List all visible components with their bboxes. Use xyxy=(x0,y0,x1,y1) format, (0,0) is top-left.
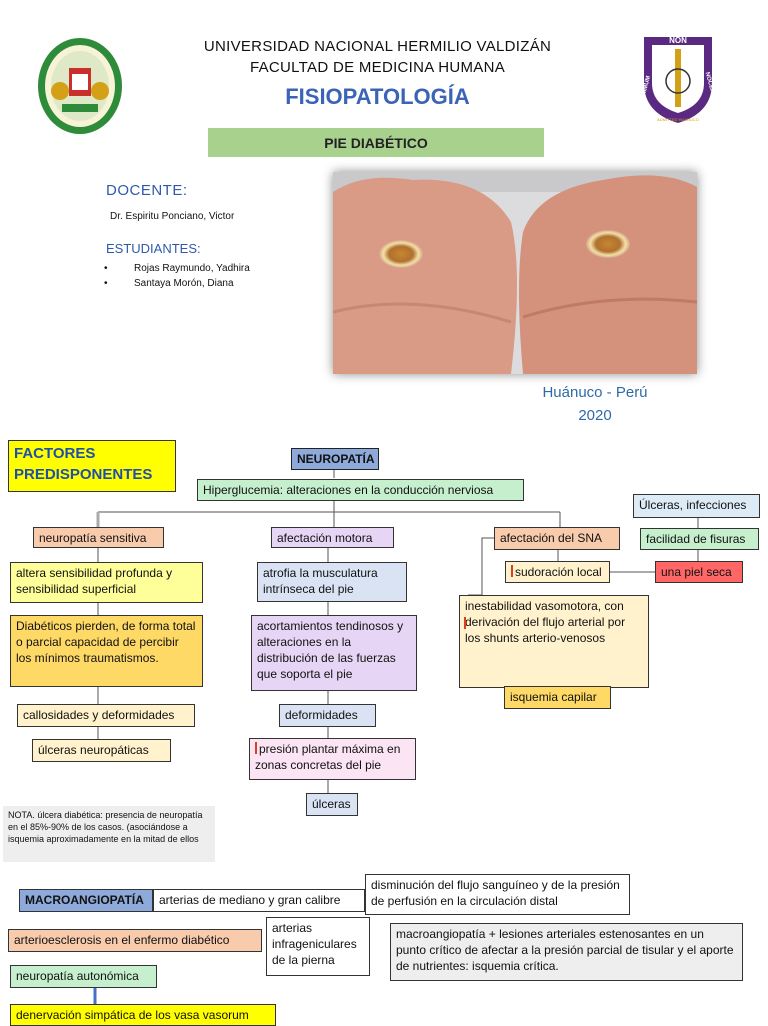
bullet-icon: • xyxy=(104,278,108,289)
piel-seca-box: una piel seca xyxy=(655,561,743,583)
red-marker-icon xyxy=(255,742,257,754)
acortamientos-box: acortamientos tendinosos y alteraciones … xyxy=(251,615,417,691)
university-name: UNIVERSIDAD NACIONAL HERMILIO VALDIZÁN xyxy=(203,38,552,55)
deformidades-box: deformidades xyxy=(279,704,376,727)
student-item: •Rojas Raymundo, Yadhira xyxy=(104,263,250,274)
sensibilidad-box: altera sensibilidad profunda y sensibili… xyxy=(10,562,203,603)
docente-heading: DOCENTE: xyxy=(106,182,188,199)
presion-plantar-box: presión plantar máxima en zonas concreta… xyxy=(249,738,416,780)
macroangiopatia-title-box: MACROANGIOPATÍA xyxy=(19,889,153,912)
docente-name: Dr. Espiritu Ponciano, Victor xyxy=(110,211,235,222)
red-marker-icon xyxy=(511,565,513,577)
student-item: •Santaya Morón, Diana xyxy=(104,278,234,289)
course-title: FISIOPATOLOGÍA xyxy=(285,84,470,109)
neuropatia-sensitiva-box: neuropatía sensitiva xyxy=(33,527,164,548)
fisuras-box: facilidad de fisuras xyxy=(640,528,759,550)
faculty-crest-logo: NON PRIMUM NOCERE ADMITTED HUANUCO xyxy=(638,33,718,125)
faculty-name: FACULTAD DE MEDICINA HUMANA xyxy=(249,59,506,76)
arterias-calibre-box: arterias de mediano y gran calibre xyxy=(153,889,365,912)
denervacion-box: denervación simpática de los vasa vasoru… xyxy=(10,1004,276,1026)
arterioesclerosis-box: arterioesclerosis en el enfermo diabétic… xyxy=(8,929,262,952)
atrofia-box: atrofia la musculatura intrínseca del pi… xyxy=(257,562,407,602)
diabetic-foot-photo xyxy=(333,172,697,374)
afectacion-sna-box: afectación del SNA xyxy=(494,527,620,550)
lesiones-estenosantes-box: macroangiopatía + lesiones arteriales es… xyxy=(390,923,743,981)
afectacion-motora-box: afectación motora xyxy=(271,527,394,548)
red-marker-icon xyxy=(464,617,466,629)
topic-title: PIE DIABÉTICO xyxy=(324,134,428,151)
svg-text:NON: NON xyxy=(669,36,687,45)
arterias-infrageniculares-box: arterias infrageniculares de la pierna xyxy=(266,917,370,976)
neuropatia-title-box: NEUROPATÍA xyxy=(291,448,379,470)
percibir-traumatismos-box: Diabéticos pierden, de forma total o par… xyxy=(10,615,203,687)
ulceras-box: úlceras xyxy=(306,793,358,816)
year-text: 2020 xyxy=(578,407,612,424)
ulceras-infecciones-box: Úlceras, infecciones xyxy=(633,494,760,518)
sudoracion-box: sudoración local xyxy=(505,561,610,583)
disminucion-flujo-box: disminución del flujo sanguíneo y de la … xyxy=(365,874,630,915)
hiperglucemia-box: Hiperglucemia: alteraciones en la conduc… xyxy=(197,479,524,501)
svg-text:ADMITTED HUANUCO: ADMITTED HUANUCO xyxy=(657,117,699,122)
factores-predisponentes-box: FACTORES PREDISPONENTES xyxy=(8,440,176,492)
topic-banner: PIE DIABÉTICO xyxy=(208,128,544,157)
callosidades-box: callosidades y deformidades xyxy=(17,704,195,727)
university-crest-logo xyxy=(36,36,124,136)
location-text: Huánuco - Perú xyxy=(542,384,648,401)
estudiantes-heading: ESTUDIANTES: xyxy=(106,241,201,256)
nota-box: NOTA. úlcera diabética: presencia de neu… xyxy=(3,806,215,862)
student-list: •Rojas Raymundo, Yadhira •Santaya Morón,… xyxy=(104,261,250,291)
isquemia-capilar-box: isquemia capilar xyxy=(504,686,611,709)
neuropatia-autonomica-box: neuropatía autonómica xyxy=(10,965,157,988)
bullet-icon: • xyxy=(104,263,108,274)
inestabilidad-box: inestabilidad vasomotora, con derivación… xyxy=(459,595,649,688)
ulceras-neuropaticas-box: úlceras neuropáticas xyxy=(32,739,171,762)
